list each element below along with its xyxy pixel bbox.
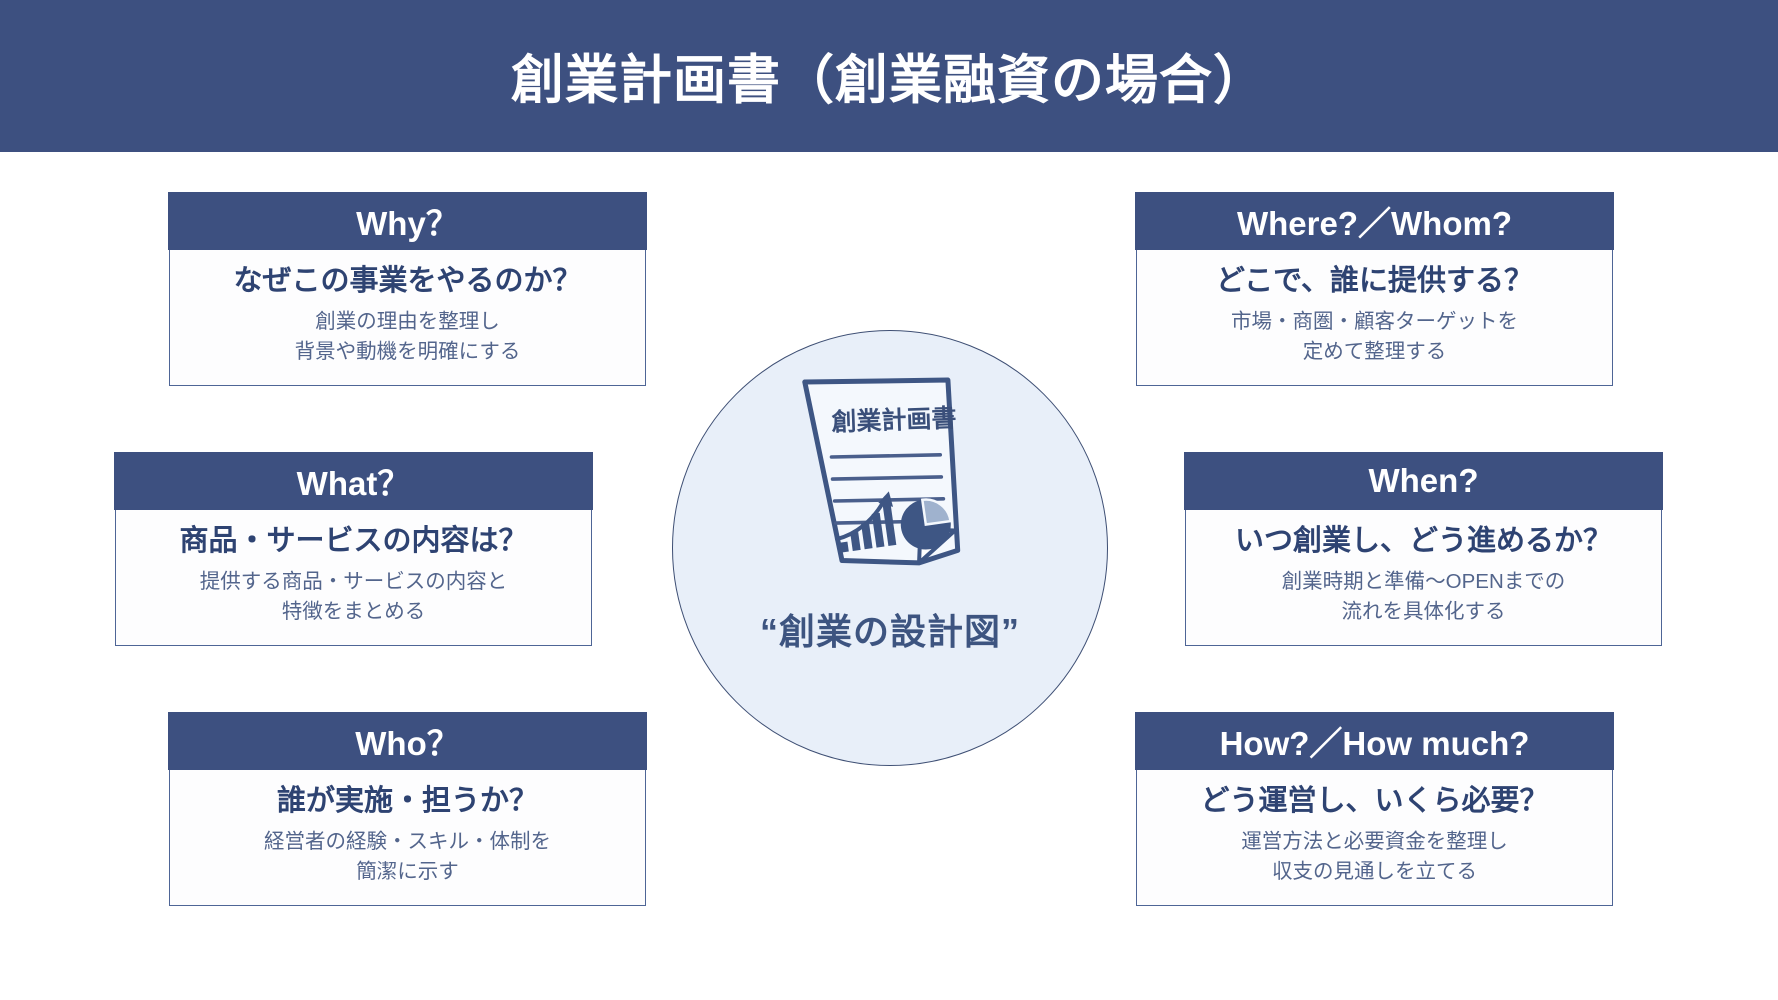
card-who-header: Who？ bbox=[168, 711, 647, 770]
center-circle-caption: “創業の設計図” bbox=[759, 611, 1020, 652]
center-circle: 創業計画書 bbox=[672, 330, 1108, 766]
card-when-description: 創業時期と準備〜OPENまでの 流れを具体化する bbox=[1196, 567, 1651, 628]
card-who: Who？ 誰が実施・担うか？ 経営者の経験・スキル・体制を 簡潔に示す bbox=[168, 711, 647, 907]
card-when-header: When? bbox=[1184, 451, 1663, 510]
card-where-whom-description: 市場・商圏・顧客ターゲットを 定めて整理する bbox=[1147, 307, 1602, 368]
pie-chart-icon bbox=[900, 498, 952, 550]
card-when-desc-line1: 創業時期と準備〜OPENまでの bbox=[1281, 569, 1566, 593]
card-what-desc-line1: 提供する商品・サービスの内容と bbox=[199, 569, 508, 593]
card-when-desc-line2: 流れを具体化する bbox=[1341, 599, 1506, 623]
slide-header: 創業計画書（創業融資の場合） bbox=[0, 0, 1778, 152]
card-what-question: 商品・サービスの内容は？ bbox=[179, 524, 528, 557]
arrow-head-icon bbox=[878, 491, 894, 507]
card-why-desc-line2: 背景や動機を明確にする bbox=[294, 339, 521, 363]
document-title-text: 創業計画書 bbox=[831, 403, 957, 436]
card-what-header: What？ bbox=[114, 451, 593, 510]
card-when-body: いつ創業し、どう進めるか？ 創業時期と準備〜OPENまでの 流れを具体化する bbox=[1186, 510, 1661, 646]
card-who-body: 誰が実施・担うか？ 経営者の経験・スキル・体制を 簡潔に示す bbox=[170, 770, 645, 906]
card-where-whom: Where?／Whom? どこで、誰に提供する？ 市場・商圏・顧客ターゲットを … bbox=[1135, 191, 1614, 387]
card-why-body: なぜこの事業をやるのか？ 創業の理由を整理し 背景や動機を明確にする bbox=[170, 250, 645, 386]
business-plan-document-icon: 創業計画書 bbox=[790, 351, 990, 601]
card-when: When? いつ創業し、どう進めるか？ 創業時期と準備〜OPENまでの 流れを具… bbox=[1184, 451, 1663, 647]
bar-chart-icon bbox=[839, 503, 897, 553]
card-where-whom-body: どこで、誰に提供する？ 市場・商圏・顧客ターゲットを 定めて整理する bbox=[1137, 250, 1612, 386]
card-when-question: いつ創業し、どう進めるか？ bbox=[1234, 524, 1612, 557]
card-why: Why？ なぜこの事業をやるのか？ 創業の理由を整理し 背景や動機を明確にする bbox=[168, 191, 647, 387]
card-why-header: Why？ bbox=[168, 191, 647, 250]
card-where-whom-desc-line1: 市場・商圏・顧客ターゲットを bbox=[1231, 309, 1518, 333]
card-who-description: 経営者の経験・スキル・体制を 簡潔に示す bbox=[180, 827, 635, 888]
card-why-question: なぜこの事業をやるのか？ bbox=[233, 264, 582, 297]
card-what-body: 商品・サービスの内容は？ 提供する商品・サービスの内容と 特徴をまとめる bbox=[116, 510, 591, 646]
card-what: What？ 商品・サービスの内容は？ 提供する商品・サービスの内容と 特徴をまと… bbox=[114, 451, 593, 647]
card-who-question: 誰が実施・担うか？ bbox=[276, 784, 538, 817]
trend-arrow-icon bbox=[834, 495, 888, 542]
card-how-how-much-description: 運営方法と必要資金を整理し 収支の見通しを立てる bbox=[1147, 827, 1602, 888]
card-where-whom-question: どこで、誰に提供する？ bbox=[1216, 264, 1533, 297]
card-what-desc-line2: 特徴をまとめる bbox=[281, 599, 426, 623]
card-how-how-much-desc-line2: 収支の見通しを立てる bbox=[1272, 859, 1477, 883]
page-title: 創業計画書（創業融資の場合） bbox=[511, 51, 1267, 110]
card-how-how-much-header: How?／How much? bbox=[1135, 711, 1614, 770]
card-where-whom-header: Where?／Whom? bbox=[1135, 191, 1614, 250]
card-what-description: 提供する商品・サービスの内容と 特徴をまとめる bbox=[126, 567, 581, 628]
card-who-desc-line1: 経営者の経験・スキル・体制を bbox=[264, 829, 551, 853]
card-how-how-much-desc-line1: 運営方法と必要資金を整理し bbox=[1241, 829, 1508, 853]
card-why-description: 創業の理由を整理し 背景や動機を明確にする bbox=[180, 307, 635, 368]
card-who-desc-line2: 簡潔に示す bbox=[356, 859, 459, 883]
card-where-whom-desc-line2: 定めて整理する bbox=[1302, 339, 1447, 363]
card-how-how-much: How?／How much? どう運営し、いくら必要？ 運営方法と必要資金を整理… bbox=[1135, 711, 1614, 907]
card-how-how-much-question: どう運営し、いくら必要？ bbox=[1200, 784, 1549, 817]
card-how-how-much-body: どう運営し、いくら必要？ 運営方法と必要資金を整理し 収支の見通しを立てる bbox=[1137, 770, 1612, 906]
card-why-desc-line1: 創業の理由を整理し bbox=[315, 309, 500, 333]
